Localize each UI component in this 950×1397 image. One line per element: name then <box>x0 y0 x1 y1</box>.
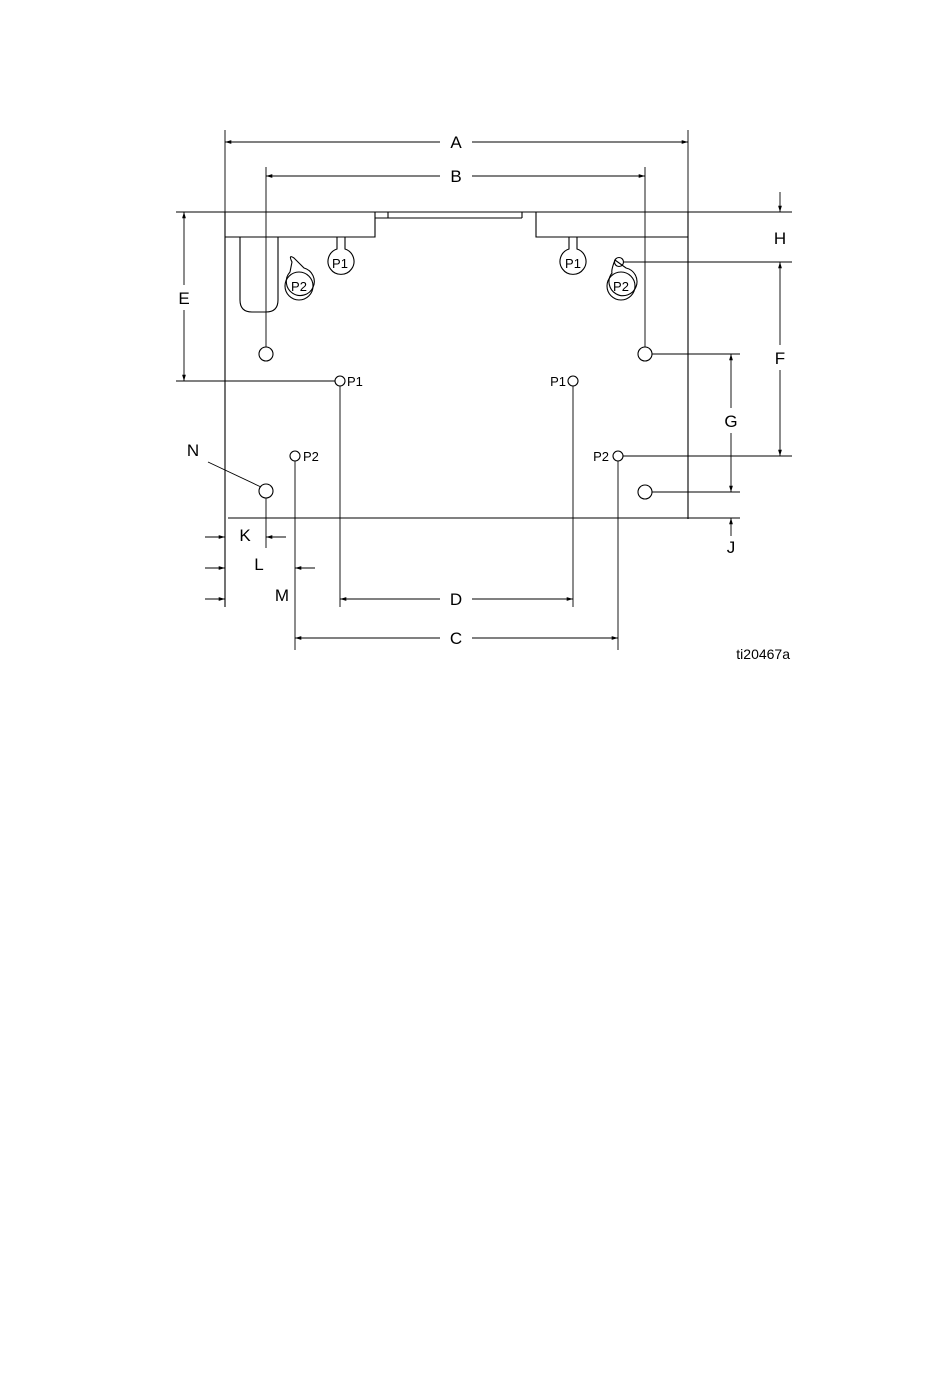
balloon-p2-left: P2 <box>291 279 307 294</box>
dimension-lines <box>184 142 780 638</box>
port-label-p2-left: P2 <box>303 449 319 464</box>
dim-label-m: M <box>275 586 289 605</box>
dim-label-c: C <box>450 629 462 648</box>
port-label-p1-left: P1 <box>347 374 363 389</box>
dim-label-g: G <box>724 412 737 431</box>
dim-label-j: J <box>727 538 736 557</box>
port-label-p2-right: P2 <box>593 449 609 464</box>
dim-label-h: H <box>774 229 786 248</box>
extension-lines <box>176 130 792 650</box>
unit-outline <box>225 212 688 607</box>
dim-label-f: F <box>775 349 785 368</box>
mounting-hole <box>638 347 652 361</box>
mounting-hole <box>638 485 652 499</box>
balloon-p2-right: P2 <box>613 279 629 294</box>
dim-label-b: B <box>450 167 461 186</box>
dim-label-n: N <box>187 441 199 460</box>
mounting-hole <box>259 347 273 361</box>
dim-label-d: D <box>450 590 462 609</box>
figure-reference: ti20467a <box>736 646 790 662</box>
dim-label-k: K <box>239 526 251 545</box>
mounting-holes <box>259 347 652 499</box>
balloon-p1-left: P1 <box>332 256 348 271</box>
dimension-labels: A B C D E F G H J K L M N <box>178 133 786 648</box>
dim-label-e: E <box>178 289 189 308</box>
balloon-p1-right: P1 <box>565 256 581 271</box>
mounting-hole <box>259 484 273 498</box>
port-balloons: P1 P1 P2 P2 <box>285 237 637 300</box>
dim-label-a: A <box>450 133 462 152</box>
port-label-p1-right: P1 <box>550 374 566 389</box>
dim-label-l: L <box>254 555 263 574</box>
